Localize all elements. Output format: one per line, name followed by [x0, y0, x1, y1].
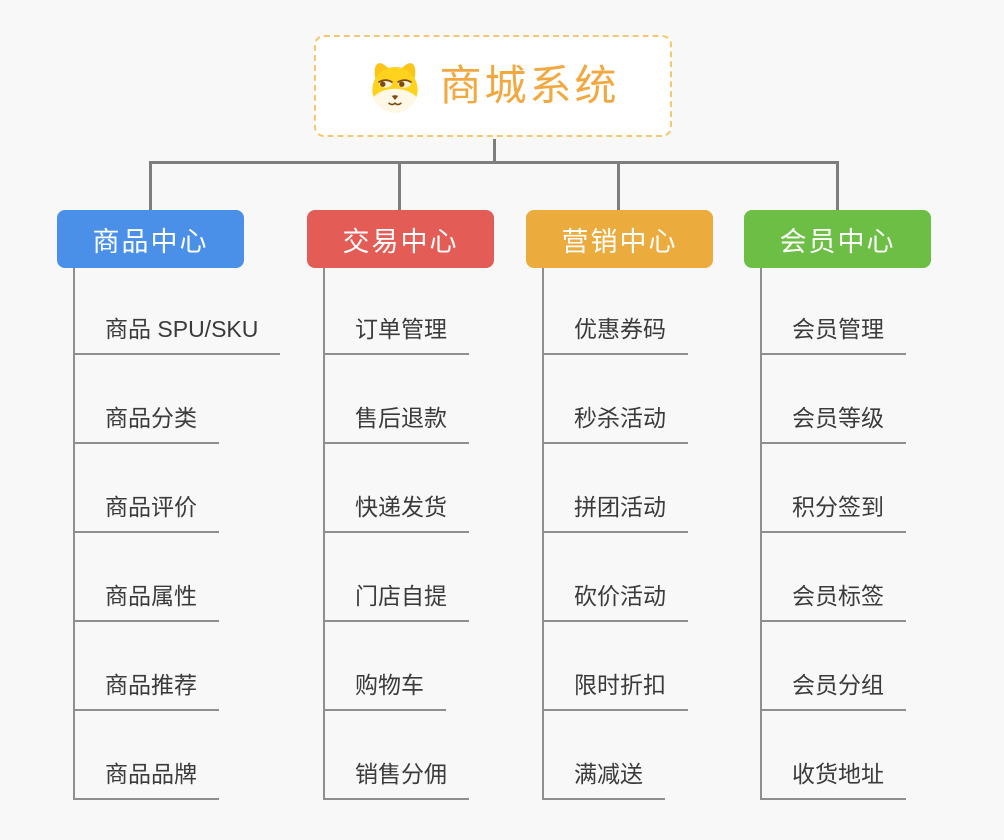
connector-drop-product — [149, 161, 152, 210]
branch-topic-trade-center[interactable]: 交易中心 — [307, 210, 494, 268]
subtopic[interactable]: 商品 SPU/SKU — [73, 315, 281, 355]
subtopic[interactable]: 商品推荐 — [73, 671, 219, 711]
branch-topic-marketing-center[interactable]: 营销中心 — [526, 210, 713, 268]
branch-topic-member-center[interactable]: 会员中心 — [744, 210, 931, 268]
branch-topic-product-center[interactable]: 商品中心 — [57, 210, 244, 268]
subtopic[interactable]: 销售分佣 — [323, 760, 469, 800]
subtopic[interactable]: 门店自提 — [323, 582, 469, 622]
branch-children-product: 商品 SPU/SKU 商品分类 商品评价 商品属性 商品推荐 商品品牌 — [73, 268, 318, 800]
subtopic[interactable]: 砍价活动 — [542, 582, 688, 622]
root-topic[interactable]: 商城系统 — [314, 35, 672, 137]
subtopic[interactable]: 订单管理 — [323, 315, 469, 355]
branch-children-marketing: 优惠券码 秒杀活动 拼团活动 砍价活动 限时折扣 满减送 — [542, 268, 787, 800]
subtopic[interactable]: 优惠券码 — [542, 315, 688, 355]
dog-face-icon — [372, 63, 419, 113]
branch-children-member: 会员管理 会员等级 积分签到 会员标签 会员分组 收货地址 — [760, 268, 1004, 800]
subtopic[interactable]: 商品评价 — [73, 493, 219, 533]
subtopic[interactable]: 秒杀活动 — [542, 404, 688, 444]
connector-drop-member — [836, 161, 839, 210]
root-topic-title: 商城系统 — [439, 62, 620, 109]
subtopic[interactable]: 售后退款 — [323, 404, 469, 444]
subtopic[interactable]: 收货地址 — [760, 760, 906, 800]
subtopic[interactable]: 商品品牌 — [73, 760, 219, 800]
subtopic[interactable]: 会员等级 — [760, 404, 906, 444]
subtopic[interactable]: 会员标签 — [760, 582, 906, 622]
subtopic[interactable]: 限时折扣 — [542, 671, 688, 711]
subtopic[interactable]: 商品分类 — [73, 404, 219, 444]
branch-children-trade: 订单管理 售后退款 快递发货 门店自提 购物车 销售分佣 — [323, 268, 568, 800]
subtopic[interactable]: 会员分组 — [760, 671, 906, 711]
connector-drop-trade — [398, 161, 401, 210]
connector-horizontal-rail — [149, 161, 839, 164]
subtopic[interactable]: 商品属性 — [73, 582, 219, 622]
subtopic[interactable]: 满减送 — [542, 760, 665, 800]
connector-root-stub — [493, 139, 496, 163]
subtopic[interactable]: 积分签到 — [760, 493, 906, 533]
subtopic[interactable]: 购物车 — [323, 671, 446, 711]
connector-drop-marketing — [617, 161, 620, 210]
subtopic[interactable]: 拼团活动 — [542, 493, 688, 533]
subtopic[interactable]: 快递发货 — [323, 493, 469, 533]
subtopic[interactable]: 会员管理 — [760, 315, 906, 355]
